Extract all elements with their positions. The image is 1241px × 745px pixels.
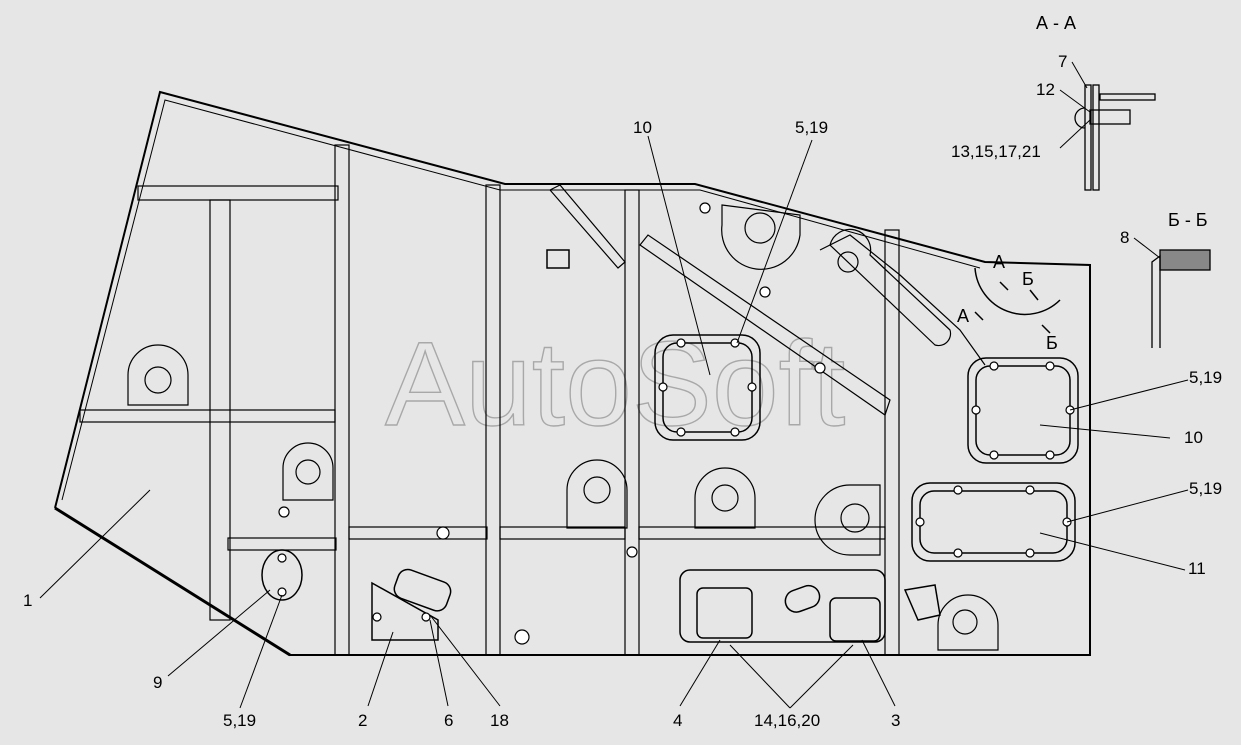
leader-lines: [39, 61, 1189, 709]
callout-6: 6: [444, 711, 453, 730]
callout-1: 1: [23, 591, 32, 610]
callout-10-right: 10: [1184, 428, 1203, 447]
callout-18: 18: [490, 711, 509, 730]
callout-7: 7: [1058, 52, 1067, 71]
callout-5-19-bottom: 5,19: [223, 711, 256, 730]
watermark: AutoSoft: [385, 317, 845, 451]
callout-5-19-top: 5,19: [795, 118, 828, 137]
callout-13-15-17-21: 13,15,17,21: [951, 142, 1041, 161]
callout-4: 4: [673, 711, 682, 730]
callout-5-19-right-upper: 5,19: [1189, 368, 1222, 387]
callout-3: 3: [891, 711, 900, 730]
callouts: 1 2 3 4 5,19 5,19 5,19 5,19 6 7 8 9 10 1…: [23, 52, 1222, 730]
callout-8: 8: [1120, 228, 1129, 247]
section-mark-a-upper: А: [993, 252, 1005, 272]
section-mark-b-upper: Б: [1022, 269, 1034, 289]
section-aa-detail: [1074, 84, 1156, 191]
callout-14-16-20: 14,16,20: [754, 711, 820, 730]
callout-2: 2: [358, 711, 367, 730]
diagonal-beams: [549, 184, 986, 416]
section-cut-marks: [974, 267, 1061, 334]
mounting-bosses: [127, 204, 999, 651]
callout-12: 12: [1036, 80, 1055, 99]
section-labels: А - А Б - Б А А Б Б: [957, 13, 1208, 353]
section-mark-a-lower: А: [957, 306, 969, 326]
section-bb-detail: [1151, 249, 1211, 348]
callout-5-19-right-lower: 5,19: [1189, 479, 1222, 498]
fasteners: [277, 202, 1075, 645]
callout-9: 9: [153, 673, 162, 692]
section-title-bb: Б - Б: [1168, 210, 1208, 230]
callout-10-top: 10: [633, 118, 652, 137]
section-title-aa: А - А: [1036, 13, 1076, 33]
callout-11: 11: [1188, 559, 1206, 578]
section-mark-b-lower: Б: [1046, 333, 1058, 353]
